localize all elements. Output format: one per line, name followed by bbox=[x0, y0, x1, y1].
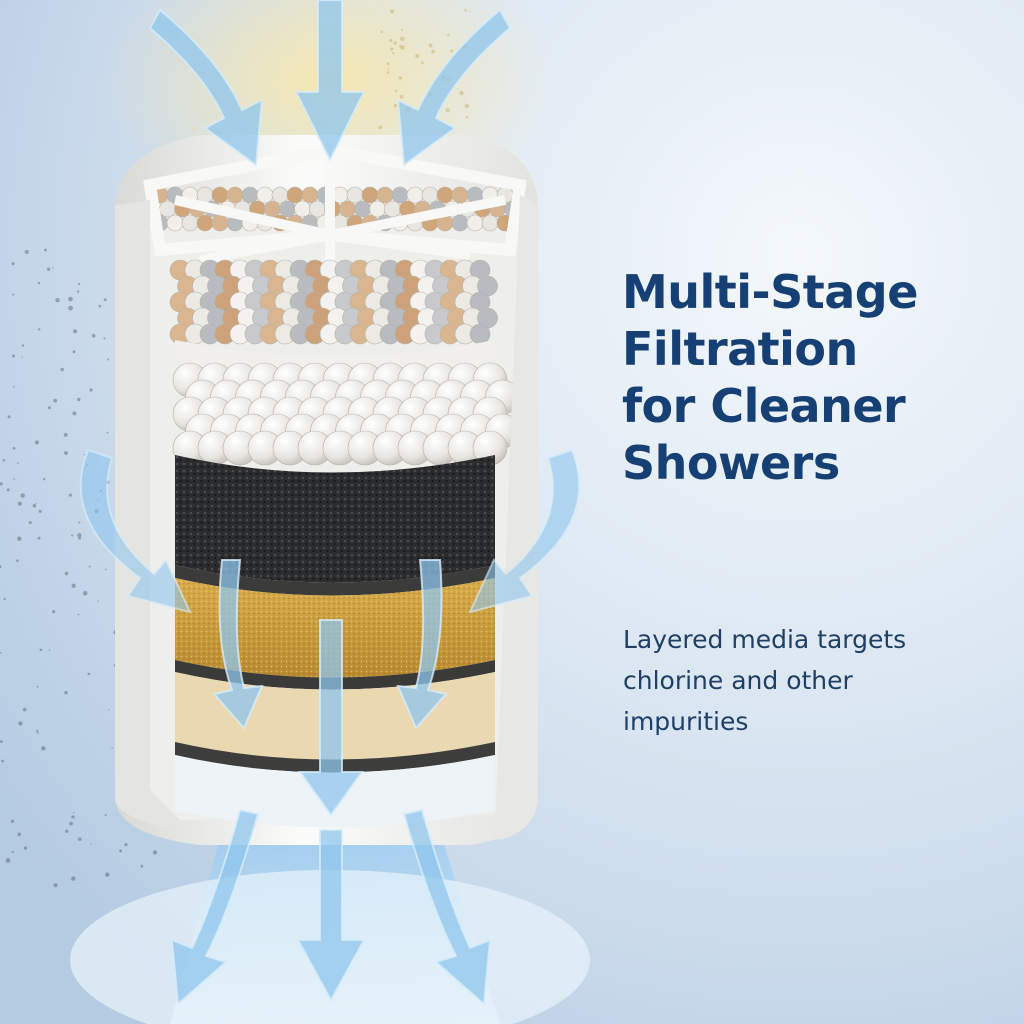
subheadline-line: chlorine and other bbox=[623, 666, 853, 695]
subheadline-line: Layered media targets bbox=[623, 625, 907, 654]
headline-line: Multi-Stage bbox=[622, 265, 918, 319]
headline-line: Filtration bbox=[622, 322, 858, 376]
carbon-layer bbox=[175, 455, 495, 583]
subheadline-line: impurities bbox=[623, 707, 749, 736]
headline: Multi-Stage Filtration for Cleaner Showe… bbox=[622, 264, 1002, 492]
headline-line: for Cleaner bbox=[622, 379, 906, 433]
headline-line: Showers bbox=[622, 436, 840, 490]
flow-arrow-icon bbox=[79, 0, 581, 1007]
subheadline: Layered media targets chlorine and other… bbox=[623, 619, 1003, 742]
